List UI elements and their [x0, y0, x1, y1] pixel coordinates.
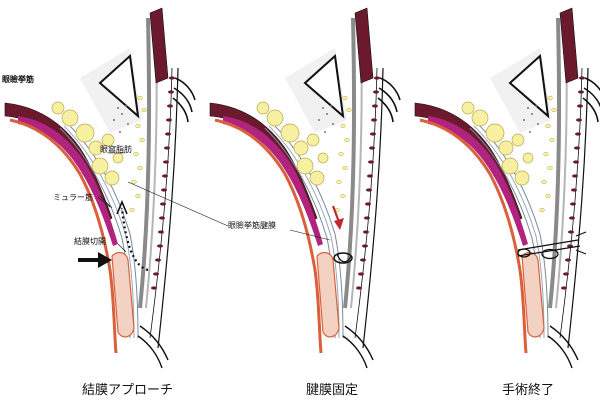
panel-3 — [413, 6, 600, 370]
panel-1 — [3, 6, 197, 370]
label-levator-muscle: 眼瞼挙筋 — [2, 74, 34, 84]
label-orbital-fat: 眼窩脂肪 — [100, 144, 132, 154]
panel-2 — [208, 6, 402, 370]
caption-panel-1: 結膜アプローチ — [82, 383, 173, 398]
label-muller-muscle: ミュラー筋 — [53, 192, 93, 202]
label-levator-aponeurosis: 眼瞼挙筋腱膜 — [228, 220, 276, 230]
caption-panel-3: 手術終了 — [502, 382, 554, 398]
label-conjunctival-incision: 結膜切開 — [74, 236, 106, 246]
caption-panel-2: 腱膜固定 — [306, 383, 358, 398]
